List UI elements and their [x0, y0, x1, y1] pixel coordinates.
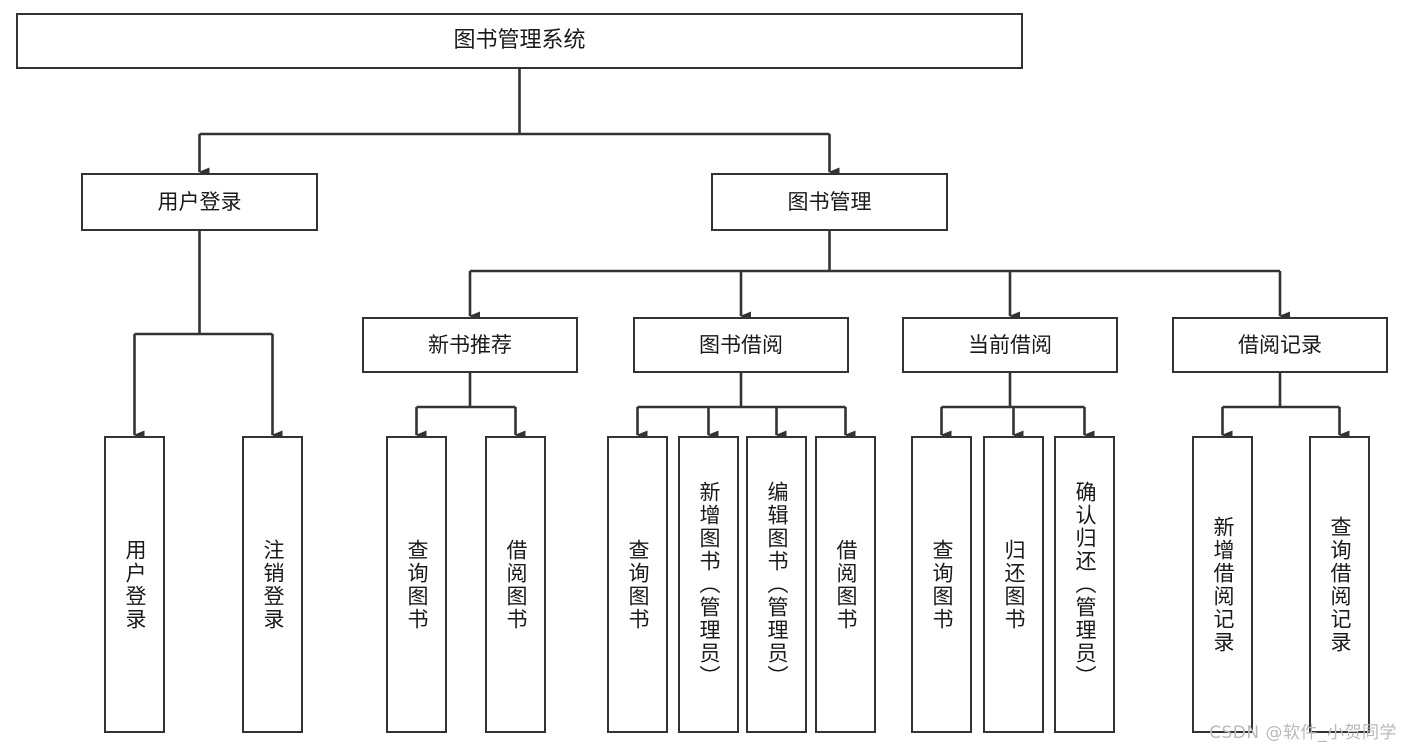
leaf-node-leaf-logout-login[interactable]: 注销登录: [242, 436, 303, 733]
root-node-root[interactable]: 图书管理系统: [16, 13, 1023, 69]
node-label: 归还图书: [1002, 538, 1026, 631]
node-label: 新书推荐: [428, 332, 512, 357]
leaf-node-leaf-query-book-3[interactable]: 查询图书: [911, 436, 972, 733]
leaf-node-leaf-add-record[interactable]: 新增借阅记录: [1192, 436, 1253, 733]
level2-node-book-borrow[interactable]: 图书借阅: [633, 317, 849, 373]
node-label: 新增借阅记录: [1211, 515, 1235, 654]
node-label: 确认归还（管理员）: [1073, 481, 1097, 688]
level2-node-current-borrow[interactable]: 当前借阅: [902, 317, 1118, 373]
node-label: 查询借阅记录: [1328, 515, 1352, 654]
node-label: 注销登录: [261, 538, 285, 631]
leaf-node-leaf-add-book[interactable]: 新增图书（管理员）: [678, 436, 739, 733]
node-label: 图书管理系统: [453, 28, 586, 54]
leaf-node-leaf-borrow-book-2[interactable]: 借阅图书: [815, 436, 876, 733]
leaf-node-leaf-user-login[interactable]: 用户登录: [104, 436, 165, 733]
node-label: 新增图书（管理员）: [697, 481, 721, 688]
leaf-node-leaf-query-book-2[interactable]: 查询图书: [607, 436, 668, 733]
node-label: 查询图书: [405, 538, 429, 631]
level2-node-borrow-record[interactable]: 借阅记录: [1172, 317, 1388, 373]
node-label: 图书管理: [787, 189, 872, 214]
node-label: 借阅图书: [504, 538, 528, 631]
leaf-node-leaf-query-record[interactable]: 查询借阅记录: [1309, 436, 1370, 733]
node-label: 用户登录: [123, 538, 147, 631]
level1-node-user-login[interactable]: 用户登录: [81, 173, 318, 231]
level1-node-book-management[interactable]: 图书管理: [711, 173, 948, 231]
leaf-node-leaf-borrow-book-1[interactable]: 借阅图书: [485, 436, 546, 733]
node-label: 查询图书: [626, 538, 650, 631]
node-label: 借阅图书: [834, 538, 858, 631]
node-label: 查询图书: [930, 538, 954, 631]
leaf-node-leaf-confirm-return[interactable]: 确认归还（管理员）: [1054, 436, 1115, 733]
leaf-node-leaf-query-book-1[interactable]: 查询图书: [386, 436, 447, 733]
node-label: 编辑图书（管理员）: [765, 481, 789, 688]
node-label: 图书借阅: [699, 332, 783, 357]
node-label: 借阅记录: [1238, 332, 1322, 357]
node-label: 当前借阅: [968, 332, 1052, 357]
node-label: 用户登录: [157, 189, 242, 214]
leaf-node-leaf-return-book[interactable]: 归还图书: [983, 436, 1044, 733]
leaf-node-leaf-edit-book[interactable]: 编辑图书（管理员）: [746, 436, 807, 733]
level2-node-new-book-recommend[interactable]: 新书推荐: [362, 317, 578, 373]
